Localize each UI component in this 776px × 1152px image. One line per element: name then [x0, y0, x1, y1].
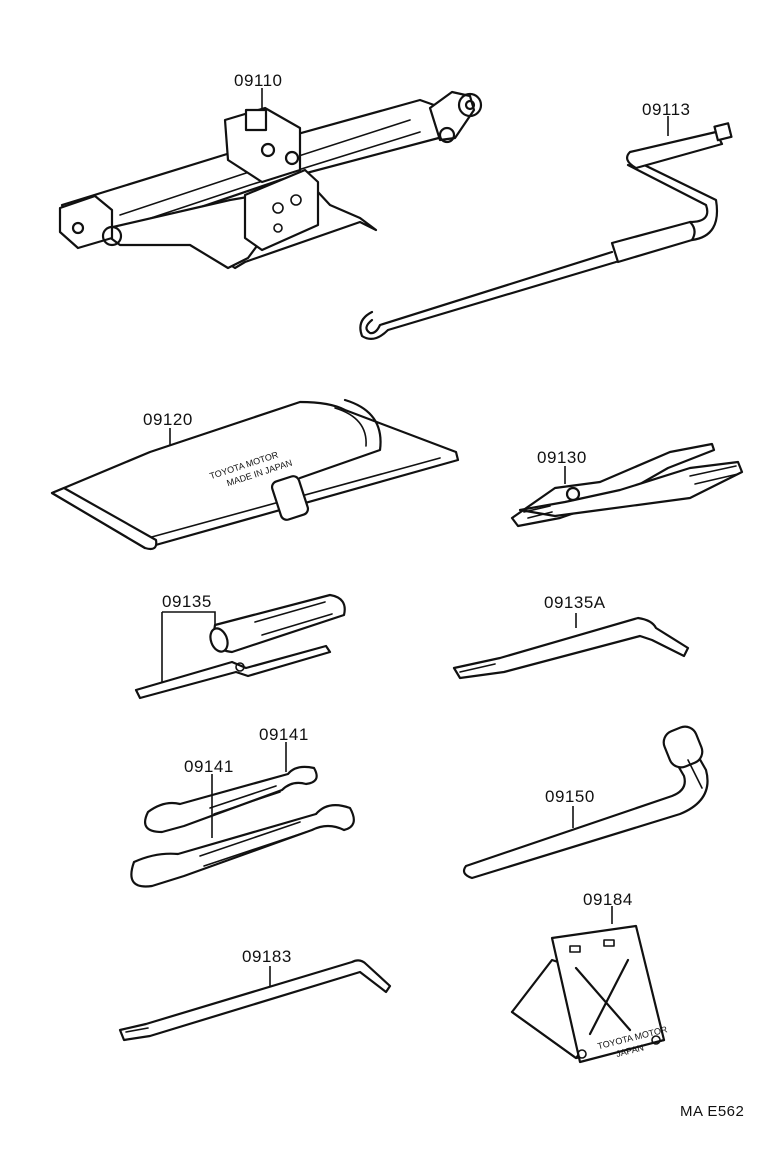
label-hub-cap-remover: 09183 — [242, 947, 292, 966]
hub-cap-remover-drawing — [118, 959, 392, 1042]
label-wheel-chock: 09184 — [583, 890, 633, 909]
tool-bag-drawing: TOYOTA MOTOR MADE IN JAPAN — [50, 398, 460, 551]
label-screwdriver-bar: 09135A — [544, 593, 606, 612]
label-tool-bag: 09120 — [143, 410, 193, 429]
label-jack: 09110 — [234, 71, 283, 90]
jack-drawing — [58, 88, 483, 270]
screwdriver-bar-drawing — [452, 613, 690, 680]
wrench-large-drawing — [130, 774, 355, 888]
label-screwdriver: 09135 — [162, 592, 212, 611]
label-pliers: 09130 — [537, 448, 587, 467]
label-wrench-small: 09141 — [259, 725, 309, 744]
label-wrench-large: 09141 — [184, 757, 234, 776]
wheel-nut-wrench-drawing — [462, 725, 709, 880]
screwdriver-drawing — [134, 593, 346, 700]
label-jack-handle: 09113 — [642, 100, 691, 119]
pliers-drawing — [510, 442, 744, 528]
reference-code: MA E562 — [680, 1103, 744, 1120]
wrench-small-drawing — [144, 742, 318, 834]
wheel-chock-drawing: TOYOTA MOTOR JAPAN — [510, 906, 669, 1064]
jack-handle-drawing — [359, 116, 733, 341]
label-wheel-nut-wrench: 09150 — [545, 787, 595, 806]
